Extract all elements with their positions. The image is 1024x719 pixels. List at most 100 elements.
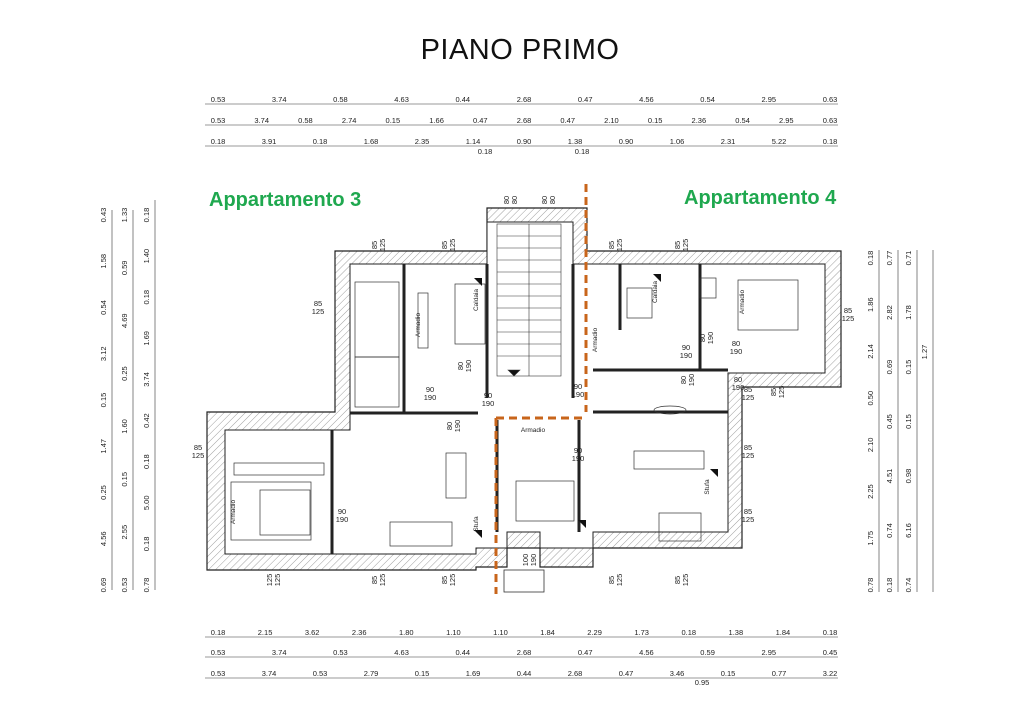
- dimension-value: 0.47: [560, 116, 575, 125]
- dimension-value: 0.18: [142, 290, 151, 305]
- dimension-value: 0.44: [517, 669, 532, 678]
- dimension-value: 0.47: [619, 669, 634, 678]
- dimension-value: 0.78: [142, 578, 151, 593]
- opening-width: 85: [673, 241, 682, 249]
- dimension-value: 0.71: [904, 251, 913, 266]
- dimension-value: 0.18: [823, 137, 838, 146]
- opening-width: 90: [426, 385, 434, 394]
- opening-width: 85: [744, 385, 752, 394]
- opening-height: 190: [482, 399, 495, 408]
- dimension-value: 1.10: [493, 628, 508, 637]
- apartment-divider: [494, 184, 588, 594]
- dimension-value: 3.74: [272, 648, 287, 657]
- opening-height: 80: [510, 196, 519, 204]
- dimension-value: 1.73: [634, 628, 649, 637]
- dimension-value: 0.54: [735, 116, 750, 125]
- dimension-value: 0.18: [142, 208, 151, 223]
- dimension-value: 0.69: [885, 360, 894, 375]
- dimension-value: 0.18: [866, 251, 875, 266]
- dimension-value: 0.18: [142, 537, 151, 552]
- opening-width: 80: [698, 334, 707, 342]
- dimension-value: 1.66: [429, 116, 444, 125]
- dimension-value: 0.53: [333, 648, 348, 657]
- dimension-value: 0.98: [904, 469, 913, 484]
- dimension-value: 0.18: [575, 147, 590, 156]
- furniture: [230, 277, 799, 547]
- opening-width: 90: [574, 446, 582, 455]
- dimension-value: 1.69: [466, 669, 481, 678]
- dimension-value: 0.15: [386, 116, 401, 125]
- dimension-value: 0.15: [904, 414, 913, 429]
- dimension-value: 2.10: [866, 438, 875, 453]
- dimension-value: 4.69: [120, 313, 129, 328]
- dimension-value: 0.54: [700, 95, 715, 104]
- dimension-value: 0.18: [211, 628, 226, 637]
- opening-width: 85: [440, 241, 449, 249]
- dimension-value: 1.10: [446, 628, 461, 637]
- dimension-value: 0.63: [823, 116, 838, 125]
- dimension-value: 0.18: [211, 137, 226, 146]
- dimension-value: 0.53: [120, 578, 129, 593]
- opening-width: 80: [679, 376, 688, 384]
- opening-width: 85: [194, 443, 202, 452]
- dimension-value: 0.58: [333, 95, 348, 104]
- dimension-value: 2.74: [342, 116, 357, 125]
- dimension-value: 2.68: [568, 669, 583, 678]
- dimension-value: 5.22: [772, 137, 787, 146]
- room-label-boiler: Caldaia: [652, 281, 659, 303]
- dimension-value: 0.15: [120, 472, 129, 487]
- opening-height: 125: [192, 451, 205, 460]
- dimension-value: 0.63: [823, 95, 838, 104]
- opening-height: 190: [464, 360, 473, 373]
- dimension-value: 6.16: [904, 523, 913, 538]
- dimension-value: 1.69: [142, 331, 151, 346]
- dimension-value: 0.15: [648, 116, 663, 125]
- room-label-stove: Stufa: [704, 479, 711, 495]
- dimension-value: 0.43: [99, 208, 108, 223]
- opening-width: 85: [440, 576, 449, 584]
- opening-height: 125: [615, 239, 624, 252]
- dimension-value: 3.74: [272, 95, 287, 104]
- dimension-value: 1.68: [364, 137, 379, 146]
- opening-height: 190: [706, 332, 715, 345]
- dimension-value: 1.14: [466, 137, 481, 146]
- dimension-value: 1.47: [99, 439, 108, 454]
- dimension-value: 1.33: [120, 208, 129, 223]
- dimension-value: 1.86: [866, 297, 875, 312]
- opening-width: 85: [744, 507, 752, 516]
- opening-height: 125: [448, 239, 457, 252]
- dimension-value: 0.45: [823, 648, 838, 657]
- dimension-value: 0.53: [211, 669, 226, 678]
- opening-height: 125: [742, 393, 755, 402]
- opening-height: 190: [572, 390, 585, 399]
- opening-height: 125: [742, 451, 755, 460]
- dimension-value: 2.68: [517, 116, 532, 125]
- dimension-value: 1.06: [670, 137, 685, 146]
- dimension-value: 0.18: [313, 137, 328, 146]
- dimension-value: 3.91: [262, 137, 277, 146]
- dimension-value: 0.15: [99, 393, 108, 408]
- dimension-value: 0.59: [120, 261, 129, 276]
- opening-height: 125: [615, 574, 624, 587]
- dimension-value: 2.68: [517, 648, 532, 657]
- dimension-value: 3.74: [254, 116, 269, 125]
- opening-width: 80: [732, 339, 740, 348]
- dimension-value: 0.53: [313, 669, 328, 678]
- opening-height: 125: [742, 515, 755, 524]
- dimension-value: 0.15: [415, 669, 430, 678]
- dimension-value: 1.75: [866, 531, 875, 546]
- dimension-lines: [111, 103, 934, 679]
- dimension-value: 0.18: [142, 454, 151, 469]
- room-label-wardrobe: Armadio: [592, 328, 599, 353]
- opening-height: 190: [453, 420, 462, 433]
- dimension-value: 2.35: [415, 137, 430, 146]
- dimension-value: 3.62: [305, 628, 320, 637]
- dimension-value: 0.59: [700, 648, 715, 657]
- dimension-value: 0.77: [885, 251, 894, 266]
- dimension-value: 1.27: [920, 345, 929, 360]
- dimension-value: 1.40: [142, 249, 151, 264]
- dimension-value: 0.90: [517, 137, 532, 146]
- opening-width: 80: [456, 362, 465, 370]
